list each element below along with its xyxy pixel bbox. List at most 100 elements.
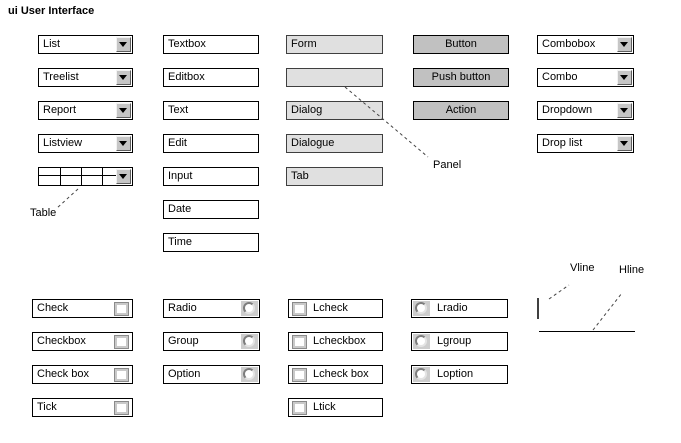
panel-shape[interactable]: Dialogue — [286, 134, 383, 153]
button-shape[interactable]: Button — [413, 35, 509, 54]
radio-icon — [241, 334, 258, 349]
lcheck-label: Lcheck box — [313, 368, 369, 380]
radio-shape[interactable]: Option — [163, 365, 260, 384]
textbox-label: Editbox — [168, 71, 205, 83]
textbox-shape[interactable]: Edit — [163, 134, 259, 153]
lradio-shape[interactable]: Loption — [411, 365, 508, 384]
down-arrow-icon — [119, 108, 127, 113]
combobox-shape[interactable]: Combo — [537, 68, 634, 87]
combobox-shape[interactable]: Drop list — [537, 134, 634, 153]
down-arrow-icon — [119, 174, 127, 179]
lradio-shape[interactable]: Lradio — [411, 299, 508, 318]
textbox-label: Textbox — [168, 38, 206, 50]
dropdown-button — [617, 70, 632, 85]
vline-annotation-label: Vline — [570, 262, 595, 274]
checkbox-icon — [292, 368, 307, 382]
radio-circle — [243, 368, 255, 380]
lcheck-shape[interactable]: Ltick — [288, 398, 383, 417]
combobox-label: Combobox — [542, 38, 596, 50]
lradio-shape[interactable]: Lgroup — [411, 332, 508, 351]
combobox-label: Dropdown — [542, 104, 593, 116]
radio-icon — [413, 334, 430, 349]
table-grid-line — [60, 168, 61, 185]
checkbox-icon — [114, 335, 129, 349]
droplist-shape[interactable]: Report — [38, 101, 133, 120]
panel-shape[interactable]: Tab — [286, 167, 383, 186]
table-grid-line — [39, 175, 117, 176]
check-shape[interactable]: Tick — [32, 398, 133, 417]
textbox-shape[interactable]: Text — [163, 101, 259, 120]
combobox-label: Combo — [542, 71, 578, 83]
radio-shape[interactable]: Radio — [163, 299, 260, 318]
radio-label: Radio — [168, 302, 197, 314]
lradio-label: Lradio — [437, 302, 468, 314]
checkbox-icon — [292, 335, 307, 349]
down-arrow-icon — [620, 75, 628, 80]
combobox-shape[interactable]: Combobox — [537, 35, 634, 54]
radio-circle — [243, 335, 255, 347]
checkbox-icon — [292, 302, 307, 316]
panel-shape[interactable]: Form — [286, 35, 383, 54]
radio-circle — [415, 302, 427, 314]
check-shape[interactable]: Check — [32, 299, 133, 318]
check-shape[interactable]: Check box — [32, 365, 133, 384]
down-arrow-icon — [620, 42, 628, 47]
textbox-shape[interactable]: Input — [163, 167, 259, 186]
lcheck-shape[interactable]: Lcheck box — [288, 365, 383, 384]
radio-shape[interactable]: Group — [163, 332, 260, 351]
droplist-shape[interactable]: List — [38, 35, 133, 54]
check-label: Check — [37, 302, 69, 314]
lcheck-label: Lcheck — [313, 302, 348, 314]
checkbox-icon — [114, 401, 129, 415]
lcheck-label: Lcheckbox — [313, 335, 366, 347]
textbox-label: Text — [168, 104, 189, 116]
table-grid-line — [102, 168, 103, 185]
textbox-shape[interactable]: Editbox — [163, 68, 259, 87]
lcheck-shape[interactable]: Lcheckbox — [288, 332, 383, 351]
combobox-shape[interactable]: Dropdown — [537, 101, 634, 120]
radio-circle — [415, 335, 427, 347]
dropdown-button — [617, 136, 632, 151]
panel-label: Dialogue — [291, 137, 335, 149]
textbox-label: Input — [168, 170, 193, 182]
down-arrow-icon — [620, 108, 628, 113]
radio-label: Group — [168, 335, 199, 347]
dropdown-button — [617, 103, 632, 118]
radio-icon — [241, 301, 258, 316]
panel-shape[interactable] — [286, 68, 383, 87]
check-shape[interactable]: Checkbox — [32, 332, 133, 351]
dropdown-button — [116, 169, 131, 184]
table-grid-line — [81, 168, 82, 185]
textbox-shape[interactable]: Time — [163, 233, 259, 252]
textbox-label: Time — [168, 236, 193, 248]
combobox-label: Drop list — [542, 137, 583, 149]
checkbox-icon — [114, 302, 129, 316]
droplist-shape[interactable]: Treelist — [38, 68, 133, 87]
dropdown-button — [116, 103, 131, 118]
radio-label: Option — [168, 368, 201, 380]
down-arrow-icon — [119, 75, 127, 80]
panel-label: Tab — [291, 170, 309, 182]
checkbox-icon — [292, 401, 307, 415]
droplist-shape[interactable]: Listview — [38, 134, 133, 153]
button-shape[interactable]: Action — [413, 101, 509, 120]
button-shape[interactable]: Push button — [413, 68, 509, 87]
panel-shape[interactable]: Dialog — [286, 101, 383, 120]
table-shape[interactable] — [38, 167, 133, 186]
button-label: Action — [445, 104, 477, 116]
lradio-label: Lgroup — [437, 335, 472, 347]
textbox-label: Date — [168, 203, 192, 215]
hline-annotation-label: Hline — [619, 264, 645, 276]
lcheck-shape[interactable]: Lcheck — [288, 299, 383, 318]
dropdown-button — [116, 70, 131, 85]
droplist-label: Listview — [43, 137, 83, 149]
dropdown-button — [617, 37, 632, 52]
lcheck-label: Ltick — [313, 401, 336, 413]
down-arrow-icon — [620, 141, 628, 146]
textbox-shape[interactable]: Textbox — [163, 35, 259, 54]
droplist-label: Treelist — [43, 71, 79, 83]
radio-circle — [415, 368, 427, 380]
textbox-shape[interactable]: Date — [163, 200, 259, 219]
page-title: ui User Interface — [8, 5, 95, 17]
